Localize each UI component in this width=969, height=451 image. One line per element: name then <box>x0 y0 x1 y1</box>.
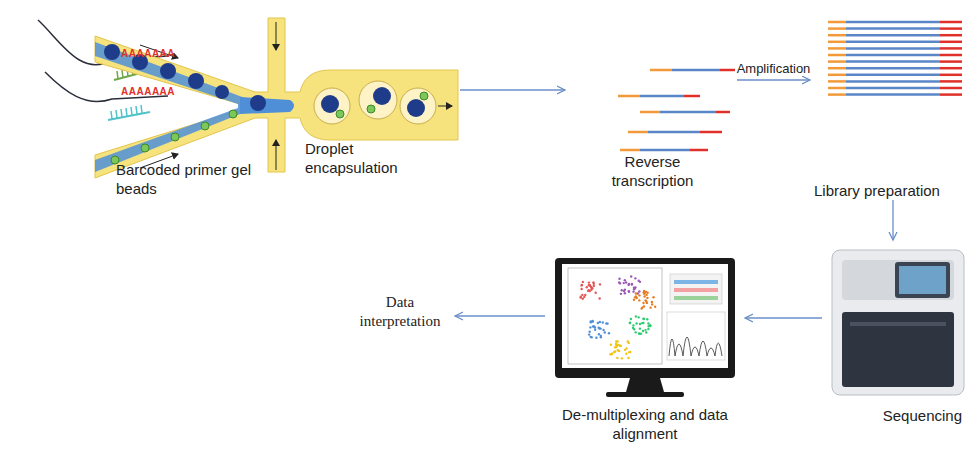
stage-node: Droplet encapsulation <box>295 20 460 177</box>
stage-caption: Droplet encapsulation <box>305 139 445 177</box>
stage-caption: Data interpretation <box>347 293 453 331</box>
microfluidic-chip <box>95 18 458 178</box>
stage-node: Sequencing <box>822 240 966 425</box>
stage-caption: Barcoded primer gel beads <box>116 160 268 198</box>
cdna-strands <box>618 70 736 150</box>
flow-arrow <box>745 317 822 318</box>
stage-node: Barcoded primer gel beads <box>112 160 272 205</box>
flow-arrow <box>737 79 810 80</box>
flow-arrow <box>455 315 545 316</box>
amplified-strands <box>828 22 962 95</box>
polya-tail: AAAAAAA <box>121 48 175 59</box>
flow-arrow <box>460 89 565 90</box>
edge-label: Amplification <box>735 61 813 76</box>
stage-node: De-multiplexing and data alignment <box>545 255 745 443</box>
stage-caption: Sequencing <box>842 406 962 425</box>
stage-node: Data interpretation <box>345 293 455 339</box>
stage-caption: De-multiplexing and data alignment <box>555 405 735 443</box>
stage-caption: Reverse transcription <box>595 152 710 190</box>
flow-arrow <box>892 200 893 240</box>
polya-tail: AAAAAAA <box>121 86 175 97</box>
computer-monitor <box>555 258 735 397</box>
sequencer <box>832 250 964 395</box>
stage-caption: Library preparation <box>814 181 964 200</box>
stage-node: Library preparation <box>810 12 966 200</box>
stage-node: Reverse transcription <box>565 60 737 190</box>
